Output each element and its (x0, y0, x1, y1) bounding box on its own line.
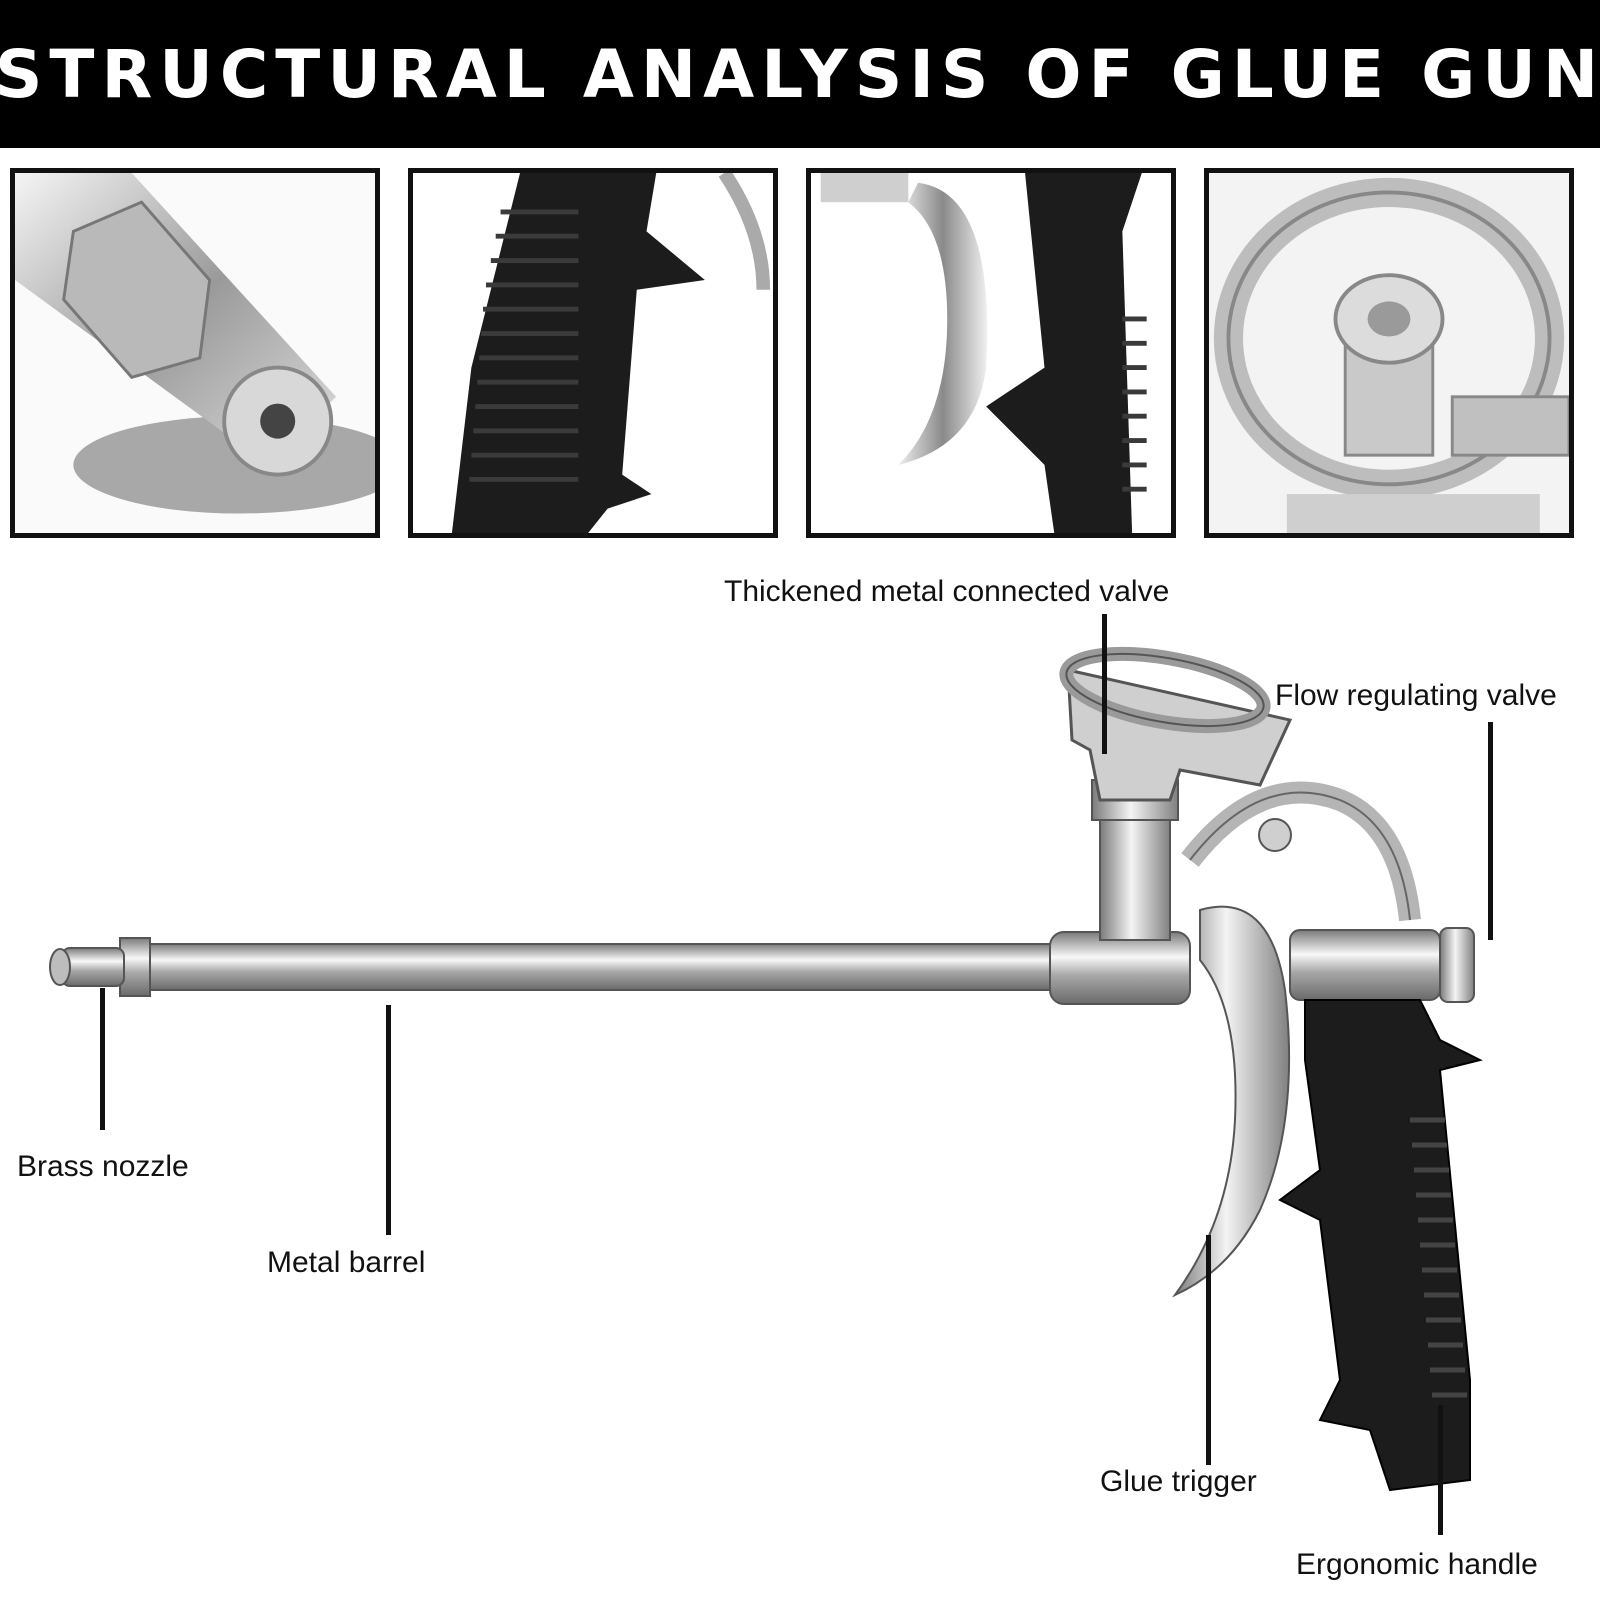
trigger-leader-line (1206, 1235, 1211, 1465)
connected-valve-shape (1059, 647, 1293, 941)
flow-leader-line (1488, 722, 1493, 940)
trigger-closeup-illustration (811, 173, 1171, 533)
nozzle-callout-label: Brass nozzle (17, 1150, 189, 1183)
detail-valve-photo (1204, 168, 1574, 538)
nozzle-leader-line (100, 988, 105, 1130)
flow-callout-label: Flow regulating valve (1275, 679, 1557, 712)
glue-trigger-shape (1171, 905, 1291, 1298)
detail-handle-photo (408, 168, 778, 538)
handle-grip-ridges (1410, 1117, 1467, 1398)
metal-barrel-shape (139, 943, 1081, 991)
barrel-callout-label: Metal barrel (267, 1246, 426, 1279)
handle-callout-label: Ergonomic handle (1296, 1548, 1538, 1581)
detail-nozzle-photo (10, 168, 380, 538)
barrel-leader-line (386, 1005, 391, 1235)
handle-leader-line (1438, 1405, 1443, 1535)
nozzle-closeup-illustration (15, 173, 375, 533)
brass-nozzle-shape (49, 937, 151, 997)
valve-callout-label: Thickened metal connected valve (724, 575, 1170, 608)
glue-gun-illustration (49, 647, 1483, 1492)
trigger-callout-label: Glue trigger (1100, 1465, 1257, 1498)
page-title: STRUCTURAL ANALYSIS OF GLUE GUN (0, 35, 1600, 113)
flow-valve-knob (1439, 927, 1475, 1003)
valve-leader-line (1102, 614, 1107, 754)
gun-body-shape (1289, 929, 1441, 1001)
handle-closeup-illustration (413, 173, 773, 533)
title-banner: STRUCTURAL ANALYSIS OF GLUE GUN (0, 0, 1600, 148)
detail-trigger-photo (806, 168, 1176, 538)
valve-closeup-illustration (1209, 173, 1569, 533)
